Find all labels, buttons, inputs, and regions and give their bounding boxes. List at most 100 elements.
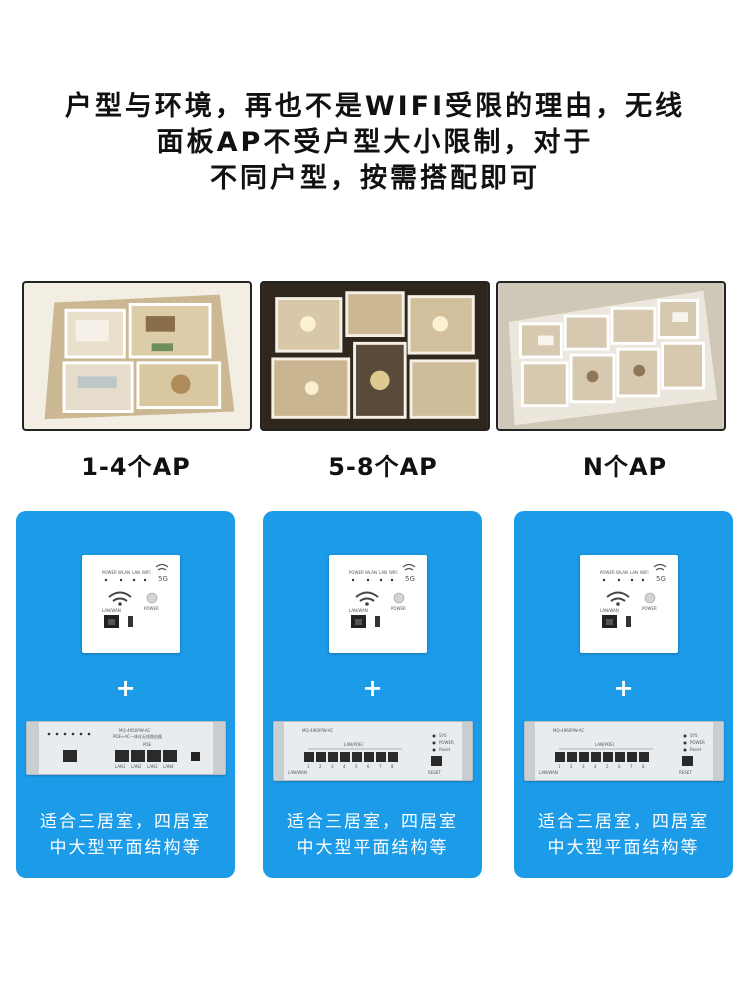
headline-line-3: 不同户型，按需搭配即可: [210, 163, 540, 194]
svg-text:7: 7: [630, 764, 633, 769]
svg-text:3: 3: [582, 764, 585, 769]
svg-text:1: 1: [307, 764, 310, 769]
ap-count-label: 1-4个AP: [81, 453, 191, 481]
svg-text:6: 6: [367, 764, 370, 769]
svg-text:LAN: LAN: [379, 570, 387, 575]
reset-port: [682, 756, 693, 766]
svg-text:LAN/WAN: LAN/WAN: [349, 608, 368, 613]
svg-text:Reset: Reset: [439, 747, 451, 752]
svg-text:8: 8: [391, 764, 394, 769]
svg-text:LAN: LAN: [630, 570, 638, 575]
ap-count-label: 5-8个AP: [328, 453, 438, 481]
svg-text:LAN: LAN: [132, 570, 140, 575]
svg-text:MQ-4960PW-AC: MQ-4960PW-AC: [302, 728, 334, 733]
plus-sign: +: [613, 674, 634, 702]
svg-text:2: 2: [319, 764, 322, 769]
svg-text:LAN4: LAN4: [163, 764, 174, 769]
svg-text:POWER: POWER: [600, 570, 615, 575]
svg-text:LAN(POE): LAN(POE): [344, 742, 364, 747]
wall-panel-ap: POWER WLAN LAN WIFI 5G POWER LAN/WAN: [82, 555, 180, 653]
usb-port: [375, 616, 380, 627]
svg-text:WIFI: WIFI: [142, 570, 151, 575]
svg-text:4: 4: [343, 764, 346, 769]
power-jack: [191, 752, 200, 761]
option-description-line-1: 适合三居室，四居室: [40, 812, 211, 832]
svg-text:7: 7: [379, 764, 382, 769]
svg-text:RESET: RESET: [679, 770, 692, 775]
wall-panel-ap: POWER WLAN LAN WIFI 5G POWER LAN/WAN: [580, 555, 678, 653]
reset-port: [431, 756, 442, 766]
plus-sign: +: [115, 674, 136, 702]
power-button: [393, 592, 405, 604]
svg-text:LAN(POE): LAN(POE): [595, 742, 615, 747]
svg-text:POE+AC一体化无线路由器: POE+AC一体化无线路由器: [113, 733, 162, 739]
option-card-1: POWER WLAN LAN WIFI 5G POWER LAN/WAN +: [16, 511, 235, 878]
svg-text:5G: 5G: [405, 575, 415, 583]
svg-text:3: 3: [331, 764, 334, 769]
svg-text:WIFI: WIFI: [640, 570, 649, 575]
option-card-2: POWER WLAN LAN WIFI 5G POWER LAN/WAN +: [263, 511, 482, 878]
wifi-icon: [155, 563, 169, 571]
svg-text:SYS: SYS: [439, 733, 447, 738]
poe-switch-device: MQ-4960PW-AC LAN(POE) 1 2 3 4 5 6 7 8 LA…: [524, 721, 724, 781]
floorplan-large-image: [496, 281, 726, 431]
svg-text:POWER: POWER: [391, 606, 406, 611]
svg-text:LAN2: LAN2: [131, 764, 142, 769]
svg-text:POE: POE: [143, 742, 152, 747]
plus-sign: +: [362, 674, 383, 702]
wifi-icon: [355, 591, 379, 602]
svg-text:5: 5: [606, 764, 609, 769]
svg-text:LAN/WAN: LAN/WAN: [539, 770, 558, 775]
svg-text:WLAN: WLAN: [616, 570, 628, 575]
svg-text:LAN/WAN: LAN/WAN: [600, 608, 619, 613]
option-description-line-1: 适合三居室，四居室: [538, 812, 709, 832]
usb-port: [128, 616, 133, 627]
svg-text:WLAN: WLAN: [118, 570, 130, 575]
svg-text:4: 4: [594, 764, 597, 769]
headline-line-2: 面板AP不受户型大小限制，对于: [156, 127, 594, 158]
svg-text:LAN1: LAN1: [115, 764, 126, 769]
svg-text:POWER: POWER: [642, 606, 657, 611]
option-description-line-2: 中大型平面结构等: [547, 838, 700, 858]
svg-text:POWER: POWER: [144, 606, 159, 611]
option-description-line-2: 中大型平面结构等: [49, 838, 202, 858]
wifi-icon: [653, 563, 667, 571]
floorplan-medium-image: [260, 281, 490, 431]
svg-text:8: 8: [642, 764, 645, 769]
power-button: [146, 592, 158, 604]
svg-text:MQ-4960PW-AC: MQ-4960PW-AC: [553, 728, 585, 733]
headline-line-1: 户型与环境，再也不是WIFI受限的理由，无线: [64, 91, 686, 122]
svg-text:LAN/WAN: LAN/WAN: [288, 770, 307, 775]
svg-text:6: 6: [618, 764, 621, 769]
svg-text:Reset: Reset: [690, 747, 702, 752]
wifi-icon: [606, 591, 630, 602]
svg-text:POWER: POWER: [439, 740, 454, 745]
wall-panel-ap: POWER WLAN LAN WIFI 5G POWER LAN/WAN: [329, 555, 427, 653]
svg-text:5G: 5G: [158, 575, 168, 583]
poe-router-device: MQ-4950PW-AC POE+AC一体化无线路由器 POE LAN1 LAN…: [26, 721, 226, 775]
svg-text:1: 1: [558, 764, 561, 769]
wan-port: [63, 750, 77, 762]
svg-text:5: 5: [355, 764, 358, 769]
wifi-icon: [402, 563, 416, 571]
svg-text:WLAN: WLAN: [365, 570, 377, 575]
svg-text:RESET: RESET: [428, 770, 441, 775]
usb-port: [626, 616, 631, 627]
svg-text:POWER: POWER: [102, 570, 117, 575]
option-card-3: POWER WLAN LAN WIFI 5G POWER LAN/WAN +: [514, 511, 733, 878]
svg-text:MQ-4950PW-AC: MQ-4950PW-AC: [119, 728, 151, 733]
svg-text:SYS: SYS: [690, 733, 698, 738]
svg-text:LAN/WAN: LAN/WAN: [102, 608, 121, 613]
panel-led-labels: POWER WLAN LAN WIFI: [102, 570, 151, 575]
svg-text:5G: 5G: [656, 575, 666, 583]
ap-count-label: N个AP: [582, 453, 668, 481]
svg-text:LAN3: LAN3: [147, 764, 158, 769]
svg-text:POWER: POWER: [690, 740, 705, 745]
svg-text:POWER: POWER: [349, 570, 364, 575]
option-description-line-2: 中大型平面结构等: [296, 838, 449, 858]
wifi-icon: [108, 591, 132, 602]
power-button: [644, 592, 656, 604]
option-description-line-1: 适合三居室，四居室: [287, 812, 458, 832]
floorplan-small-image: [22, 281, 252, 431]
poe-switch-device: MQ-4960PW-AC LAN(POE) 1 2 3 4 5 6 7 8 LA…: [273, 721, 473, 781]
